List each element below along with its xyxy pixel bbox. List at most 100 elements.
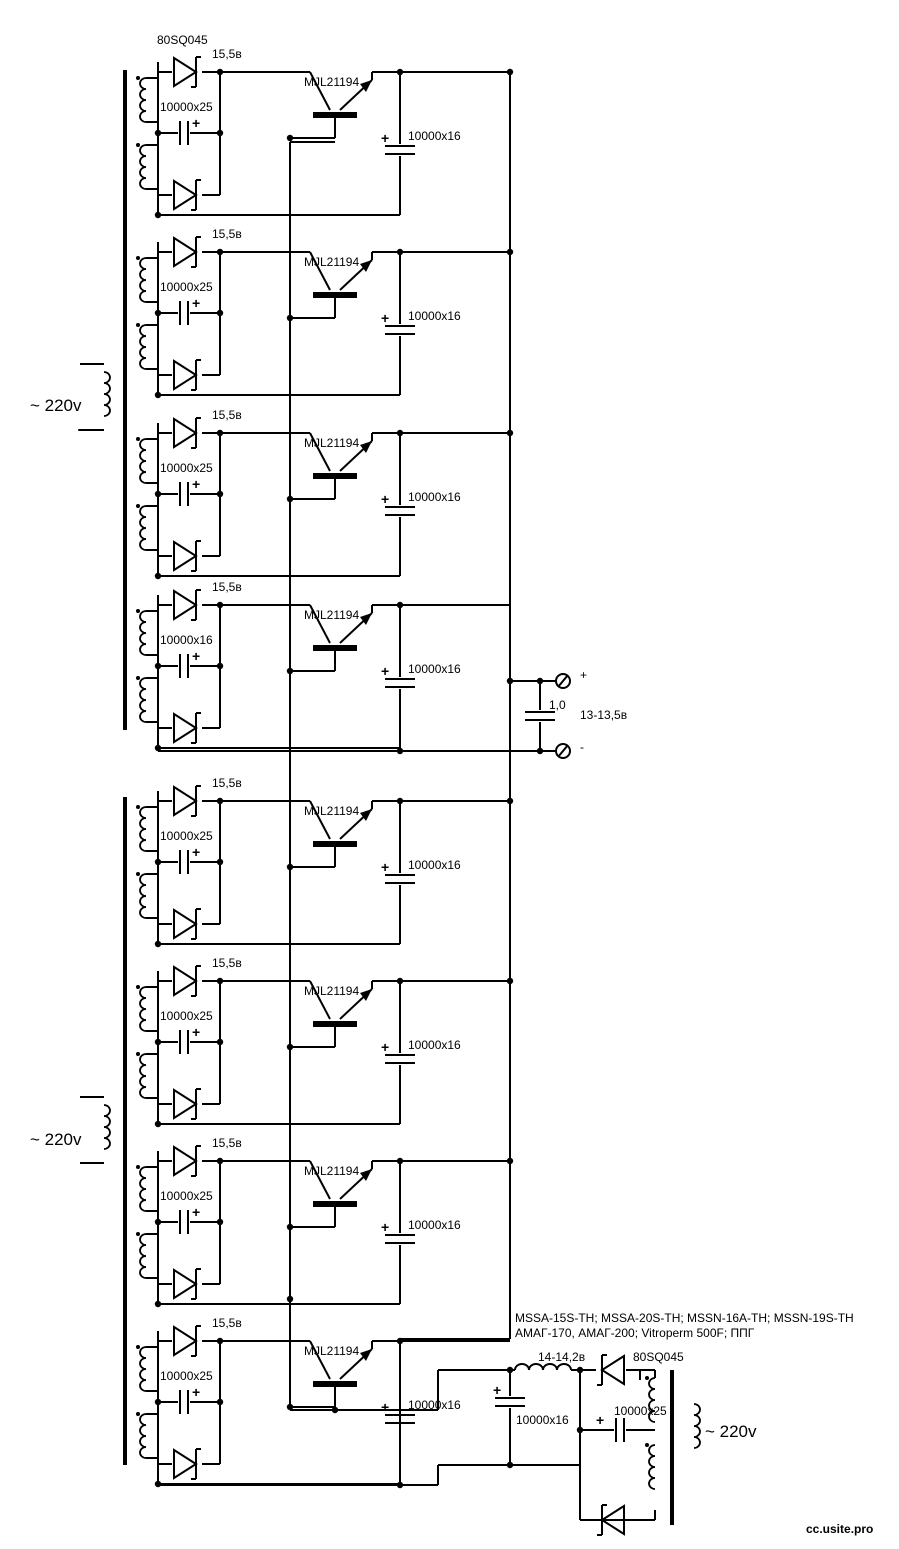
winding-coil xyxy=(135,322,147,370)
emitter-arrow xyxy=(360,989,372,1001)
voltage-label: 15,5в xyxy=(212,408,242,422)
output-cap-plus: + xyxy=(381,491,389,507)
output-cap-plus: + xyxy=(381,859,389,875)
transistor-label: MJL21194 xyxy=(304,608,359,622)
emitter-arrow xyxy=(360,613,372,625)
transistor-label: MJL21194 xyxy=(304,1344,359,1358)
winding-coil xyxy=(135,871,147,919)
transistor-label: MJL21194 xyxy=(304,436,359,450)
choke-cores-line2: АМАГ-170, АМАГ-200; Vitroperm 500F; ППГ xyxy=(515,1326,755,1340)
diode-lower xyxy=(170,1447,204,1481)
mains-label-top: ~ 220v xyxy=(30,396,82,415)
transistor-collector xyxy=(309,800,331,840)
input-cap-label: 10000x25 xyxy=(160,1369,213,1383)
input-cap-label: 10000x25 xyxy=(160,829,213,843)
aux-input-cap-plus: + xyxy=(596,1412,604,1428)
transistor-collector xyxy=(309,604,331,644)
aux-diode-label: 80SQ045 xyxy=(633,1350,684,1364)
emitter-arrow xyxy=(360,80,372,92)
winding-coil xyxy=(135,608,147,656)
input-cap-plus: + xyxy=(192,844,200,860)
input-cap-label: 10000x25 xyxy=(160,461,213,475)
output-cap-plus: + xyxy=(381,1219,389,1235)
output-voltage-label: 13-13,5в xyxy=(580,708,627,722)
voltage-label: 15,5в xyxy=(212,580,242,594)
diode-upper xyxy=(170,1144,204,1178)
voltage-label: 15,5в xyxy=(212,776,242,790)
winding-coil xyxy=(135,436,147,484)
output-cap-plus: + xyxy=(381,310,389,326)
diode-lower xyxy=(170,539,204,573)
winding-coil xyxy=(135,1411,147,1459)
diode-lower xyxy=(170,907,204,941)
output-cap-label: 10000x16 xyxy=(408,129,461,143)
diode-upper xyxy=(170,784,204,818)
transistor-label: MJL21194 xyxy=(304,255,359,269)
output-cap-label: 10000x16 xyxy=(408,490,461,504)
winding-coil xyxy=(135,984,147,1032)
input-cap-plus: + xyxy=(192,1384,200,1400)
output-cap-label: 10000x16 xyxy=(408,858,461,872)
winding-coil xyxy=(135,255,147,303)
input-cap-plus: + xyxy=(192,115,200,131)
emitter-arrow xyxy=(360,441,372,453)
mains-label-bottom: ~ 220v xyxy=(30,1130,82,1149)
input-cap-plus: + xyxy=(192,1024,200,1040)
winding-coil xyxy=(135,1051,147,1099)
output-cap-label: 10000x16 xyxy=(408,309,461,323)
winding-coil xyxy=(135,503,147,551)
diode-upper xyxy=(170,235,204,269)
winding-coil xyxy=(135,75,147,123)
output-cap-label: 10000x16 xyxy=(408,1398,461,1412)
primary-coil-bottom xyxy=(103,1104,111,1150)
output-cap-label: 10000x16 xyxy=(408,1038,461,1052)
diode-lower xyxy=(170,358,204,392)
diode-upper xyxy=(170,964,204,998)
emitter-arrow xyxy=(360,260,372,272)
emitter-arrow xyxy=(360,809,372,821)
winding-coil xyxy=(135,1164,147,1212)
voltage-label: 15,5в xyxy=(212,956,242,970)
output-minus-label: - xyxy=(580,740,584,754)
aux-in-cap-label: 10000x25 xyxy=(614,1404,667,1418)
input-cap-plus: + xyxy=(192,648,200,664)
diode-upper xyxy=(170,1324,204,1358)
terminal-slash xyxy=(557,744,569,758)
aux-choke xyxy=(514,1363,572,1371)
aux-out-cap-label: 10000x16 xyxy=(516,1413,569,1427)
diode-lower xyxy=(170,1087,204,1121)
output-cap-plus: + xyxy=(381,1399,389,1415)
aux-diode-upper xyxy=(594,1353,628,1387)
diode-upper xyxy=(170,55,204,89)
diode-label: 80SQ045 xyxy=(157,33,208,47)
aux-output-cap-plus: + xyxy=(493,1382,501,1398)
voltage-label: 15,5в xyxy=(212,1316,242,1330)
choke-voltage-label: 14-14,2в xyxy=(538,1350,585,1364)
emitter-arrow xyxy=(360,1169,372,1181)
winding-coil xyxy=(135,1344,147,1392)
transistor-collector xyxy=(309,251,331,291)
choke-cores-line1: MSSA-15S-TH; MSSA-20S-TH; MSSN-16A-TH; M… xyxy=(515,1311,854,1325)
output-cap-plus: + xyxy=(381,1039,389,1055)
aux-winding xyxy=(644,1442,656,1490)
input-cap-label: 10000x25 xyxy=(160,1009,213,1023)
junction-dot xyxy=(286,134,294,142)
output-cap-plus: + xyxy=(381,130,389,146)
transistor-label: MJL21194 xyxy=(304,1164,359,1178)
output-plus-label: + xyxy=(580,668,587,682)
transistor-collector xyxy=(309,980,331,1020)
watermark: cc.usite.pro xyxy=(806,1522,873,1536)
primary-coil-top xyxy=(103,371,111,417)
input-cap-plus: + xyxy=(192,1204,200,1220)
terminal-slash xyxy=(557,674,569,688)
output-cap-label: 10000x16 xyxy=(408,662,461,676)
diode-upper xyxy=(170,588,204,622)
output-cap-label: 1,0 xyxy=(549,698,566,712)
transistor-label: MJL21194 xyxy=(304,984,359,998)
voltage-label: 15,5в xyxy=(212,227,242,241)
winding-coil xyxy=(135,142,147,190)
junction-dot xyxy=(286,1295,294,1303)
diode-upper xyxy=(170,416,204,450)
emitter-arrow xyxy=(360,1349,372,1361)
